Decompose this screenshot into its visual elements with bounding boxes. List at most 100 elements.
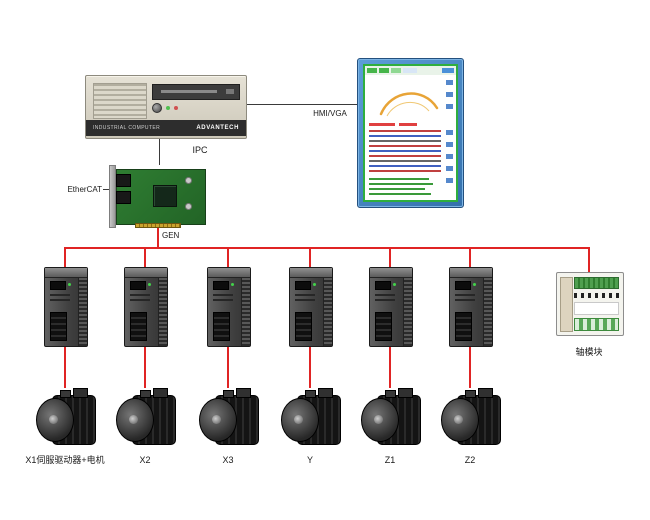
drive-top-cap	[290, 268, 332, 278]
motor-shaft	[454, 415, 463, 424]
drive-vent-slit	[295, 294, 315, 296]
wire-drop-drive-z1	[389, 247, 391, 267]
drive-label-x2: X2	[139, 455, 151, 465]
ipc-cd-slot	[161, 90, 217, 93]
drive-vent-slit	[375, 299, 395, 301]
drive-display	[455, 281, 471, 290]
card-capacitor-2	[185, 203, 192, 210]
hmi-screen-graphic	[365, 66, 456, 195]
drive-status-led	[148, 283, 151, 286]
servo-motor-x3	[199, 388, 259, 450]
ethercat-label: EtherCAT	[67, 185, 102, 194]
motor-connector	[305, 390, 316, 398]
drive-heatsink-fins	[323, 278, 332, 346]
motor-connector	[140, 390, 151, 398]
motor-shaft	[212, 415, 221, 424]
axis-module-coupler	[560, 277, 573, 332]
wire-drop-drive-x3	[227, 247, 229, 267]
wire-drive-motor-y	[309, 345, 311, 388]
drive-status-led	[473, 283, 476, 286]
axis-module-label: 轴模块	[575, 347, 603, 357]
ipc-label: IPC	[192, 145, 208, 155]
servo-drive-z2	[449, 267, 493, 347]
drive-vent-slit	[295, 299, 315, 301]
drive-status-led	[68, 283, 71, 286]
wire-drive-motor-x1	[64, 345, 66, 388]
drive-status-led	[393, 283, 396, 286]
drive-connector	[455, 312, 472, 341]
wire-drop-drive-x2	[144, 247, 146, 267]
wire-drop-drive-z2	[469, 247, 471, 267]
wire-drive-motor-x2	[144, 345, 146, 388]
drive-top-cap	[208, 268, 250, 278]
drive-status-led	[313, 283, 316, 286]
drive-display	[130, 281, 146, 290]
drive-connector	[130, 312, 147, 341]
ethercat-card	[109, 165, 206, 228]
drive-heatsink-fins	[78, 278, 87, 346]
drive-vent-slit	[50, 299, 70, 301]
drive-connector	[50, 312, 67, 341]
ipc-front-band: INDUSTRIAL COMPUTER ADVANTECH	[86, 120, 246, 136]
drive-vent-slit	[130, 299, 150, 301]
ipc-brand-logo: ADVANTECH	[196, 125, 239, 131]
drive-top-cap	[45, 268, 87, 278]
ipc-keylock	[152, 103, 162, 113]
wire-drive-motor-z1	[389, 345, 391, 388]
drive-connector	[375, 312, 392, 341]
drive-display	[213, 281, 229, 290]
card-port-1	[116, 174, 131, 187]
drive-vent-slit	[50, 294, 70, 296]
drive-top-cap	[125, 268, 167, 278]
wire-drop-drive-y	[309, 247, 311, 267]
gen-label: GEN	[162, 231, 180, 240]
ipc-model-text: INDUSTRIAL COMPUTER	[93, 125, 161, 131]
drive-display	[50, 281, 66, 290]
card-chip	[153, 185, 177, 207]
motor-connector	[318, 388, 333, 398]
motor-shaft	[49, 415, 58, 424]
axis-module	[556, 272, 624, 336]
axis-module-led-row	[574, 293, 619, 298]
drive-vent-slit	[213, 299, 233, 301]
drive-label-x1: X1伺服驱动器+电机	[25, 455, 105, 465]
wire-ipc-monitor	[245, 104, 357, 105]
servo-drive-y	[289, 267, 333, 347]
servo-motor-z2	[441, 388, 501, 450]
wire-drop-axis-module	[588, 247, 590, 272]
wire-drive-motor-x3	[227, 345, 229, 388]
ipc-vent-grille	[93, 83, 147, 119]
drive-vent-slit	[130, 294, 150, 296]
drive-label-y: Y	[306, 455, 313, 465]
wire-drive-motor-z2	[469, 345, 471, 388]
motor-shaft	[374, 415, 383, 424]
axis-module-terminals	[574, 318, 619, 331]
motor-connector	[60, 390, 71, 398]
drive-connector	[213, 312, 230, 341]
servo-drive-x1	[44, 267, 88, 347]
wire-card-to-bus	[157, 228, 159, 247]
drive-connector	[295, 312, 312, 341]
drive-vent-slit	[455, 299, 475, 301]
servo-drive-x3	[207, 267, 251, 347]
motor-shaft	[129, 415, 138, 424]
card-bracket	[109, 165, 116, 228]
motor-connector	[153, 388, 168, 398]
hmi-screen	[363, 64, 458, 202]
wire-ipc-ethercat-card	[159, 137, 160, 165]
drive-status-led	[231, 283, 234, 286]
drive-vent-slit	[375, 294, 395, 296]
motor-flange	[36, 398, 74, 442]
ipc-eject-button	[226, 89, 234, 94]
motor-connector	[73, 388, 88, 398]
card-edge-connector	[135, 223, 181, 228]
ipc-hdd-led	[174, 106, 178, 110]
motor-connector	[465, 390, 476, 398]
axis-module-body	[574, 302, 619, 315]
motor-connector	[385, 390, 396, 398]
drive-heatsink-fins	[241, 278, 250, 346]
drive-label-z2: Z2	[464, 455, 476, 465]
drive-top-cap	[450, 268, 492, 278]
motor-shaft	[294, 415, 303, 424]
